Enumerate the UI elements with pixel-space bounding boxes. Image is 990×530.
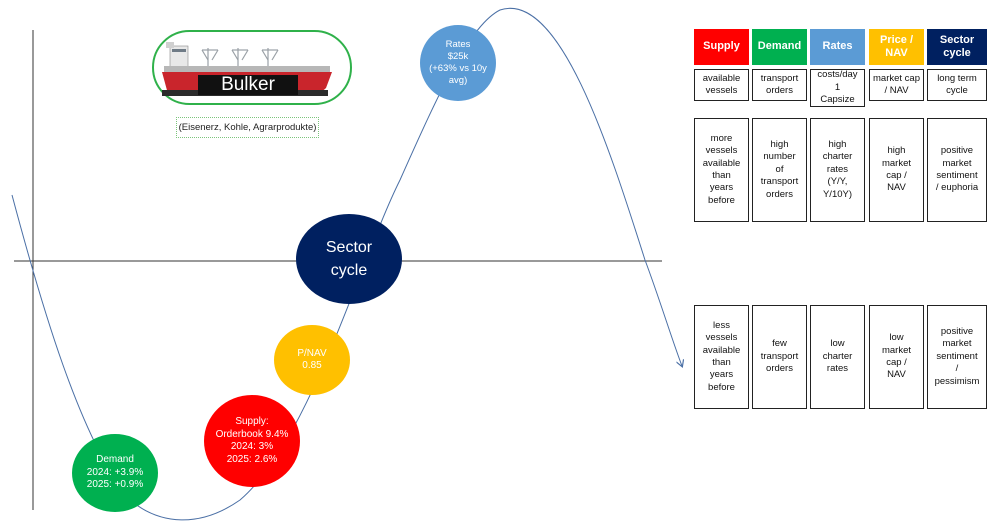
high-rates: high charter rates (Y/Y, Y/10Y)	[810, 118, 865, 222]
legend-header-sector-cycle: Sector cycle	[927, 29, 987, 65]
legend-header-demand: Demand	[752, 29, 807, 65]
definition-demand: transport orders	[752, 69, 807, 101]
rates-circle: Rates $25k (+63% vs 10y avg)	[420, 25, 496, 101]
ship-icon	[162, 42, 332, 96]
supply-line: 2024: 3%	[230, 441, 274, 452]
rates-line: (+63% vs 10y	[429, 63, 487, 74]
cargo-note: (Eisenerz, Kohle, Agrarprodukte)	[176, 117, 319, 138]
high-price-nav: high market cap / NAV	[869, 118, 924, 222]
rates-line: $25k	[447, 51, 469, 63]
pnav-line: P/NAV	[297, 347, 327, 359]
demand-line: 2025: +0.9%	[86, 479, 144, 491]
ship-label: Bulker	[221, 74, 275, 95]
high-sector-cycle: positive market sentiment / euphoria	[927, 118, 987, 222]
low-supply: less vessels available than years before	[694, 305, 749, 409]
low-sector-cycle: positive market sentiment / pessimism	[927, 305, 987, 409]
pnav-circle: P/NAV 0.85	[274, 325, 350, 395]
rates-line: Rates	[445, 39, 471, 51]
high-supply: more vessels available than years before	[694, 118, 749, 222]
legend-header-price-nav: Price / NAV	[869, 29, 924, 65]
demand-line: Demand	[96, 454, 134, 466]
supply-line: Orderbook 9.4%	[215, 428, 289, 440]
legend-header-supply: Supply	[694, 29, 749, 65]
definition-sector-cycle: long term cycle	[927, 69, 987, 101]
pnav-line: 0.85	[302, 360, 322, 371]
legend-header-rates: Rates	[810, 29, 865, 65]
definition-price-nav: market cap / NAV	[869, 69, 924, 101]
low-rates: low charter rates	[810, 305, 865, 409]
demand-circle: Demand 2024: +3.9% 2025: +0.9%	[72, 434, 158, 512]
supply-line: Supply:	[235, 416, 269, 427]
sector-cycle-circle: Sector cycle	[296, 214, 402, 304]
center-line: Sector	[325, 238, 373, 256]
supply-line: 2025: 2.6%	[226, 453, 278, 465]
demand-line: 2024: +3.9%	[86, 466, 144, 478]
definition-supply: available vessels	[694, 69, 749, 101]
high-demand: high number of transport orders	[752, 118, 807, 222]
rates-line: avg)	[448, 74, 468, 86]
bulker-frame	[152, 30, 352, 105]
low-demand: few transport orders	[752, 305, 807, 409]
definition-rates: costs/day 1 Capsize	[810, 69, 865, 107]
center-line: cycle	[330, 262, 368, 279]
supply-circle: Supply: Orderbook 9.4% 2024: 3% 2025: 2.…	[204, 395, 300, 487]
low-price-nav: low market cap / NAV	[869, 305, 924, 409]
